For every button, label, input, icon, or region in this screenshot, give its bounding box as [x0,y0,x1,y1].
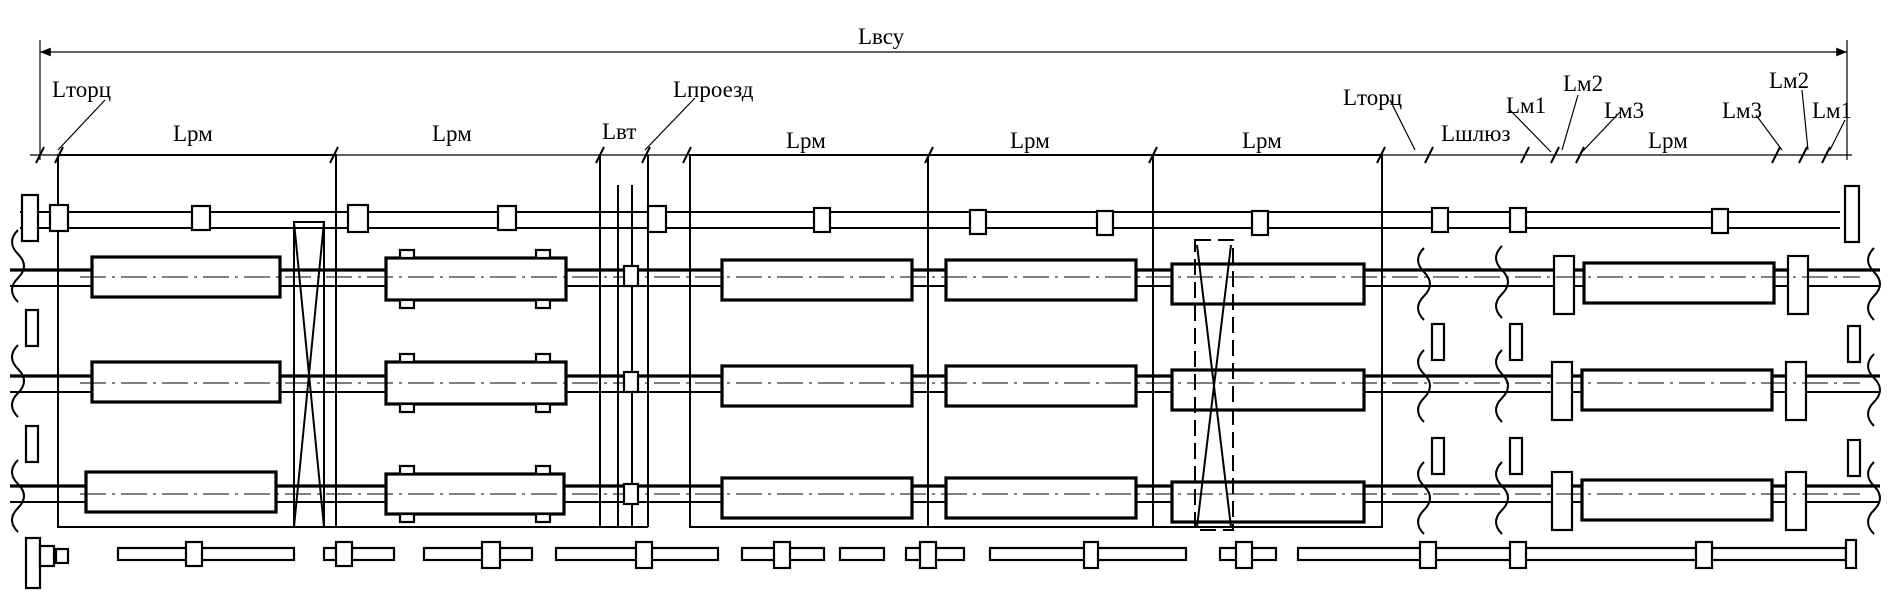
cross-brace-left [293,221,325,528]
support-blocks [24,308,1862,478]
gap-column-parts [622,264,640,506]
lock-label: Lшлюз [1441,121,1511,146]
break-lines [11,229,1881,535]
m2-right-label: Lм2 [1769,68,1809,93]
bottom-drive-parts [24,536,1858,590]
m3-right-label: Lм3 [1722,98,1762,123]
end-left-label: Lторц [52,77,111,102]
rm-label-4: Lрм [1010,128,1050,153]
overall-dimension: Lвсу [39,24,1848,160]
m2-left-label: Lм2 [1563,71,1603,96]
rm-label-5: Lрм [1242,128,1282,153]
cross-brace-right-dashed [1194,239,1234,531]
roll-row-3 [10,464,1880,532]
roll-row-2 [10,352,1880,422]
m1-left-label: Lм1 [1506,93,1546,118]
total-length-label: Lвсу [858,24,905,49]
m3-left-label: Lм3 [1604,98,1644,123]
rm-label-2: Lрм [432,121,472,146]
end-right-label: Lторц [1343,85,1402,110]
passage-label: Lпроезд [673,77,754,102]
gap-label: Lвт [602,119,636,144]
segment-dimension-chain: Lторц Lпроезд Lвт Lторц Lшлюз Lм1 Lм2 Lм… [30,68,1852,164]
rm-label-1: Lрм [173,121,213,146]
rm-label-3: Lрм [786,128,826,153]
roll-row-1 [10,248,1880,316]
rm-label-6: Lрм [1648,128,1688,153]
section-frames [57,154,1383,528]
m1-right-label: Lм1 [1812,98,1852,123]
